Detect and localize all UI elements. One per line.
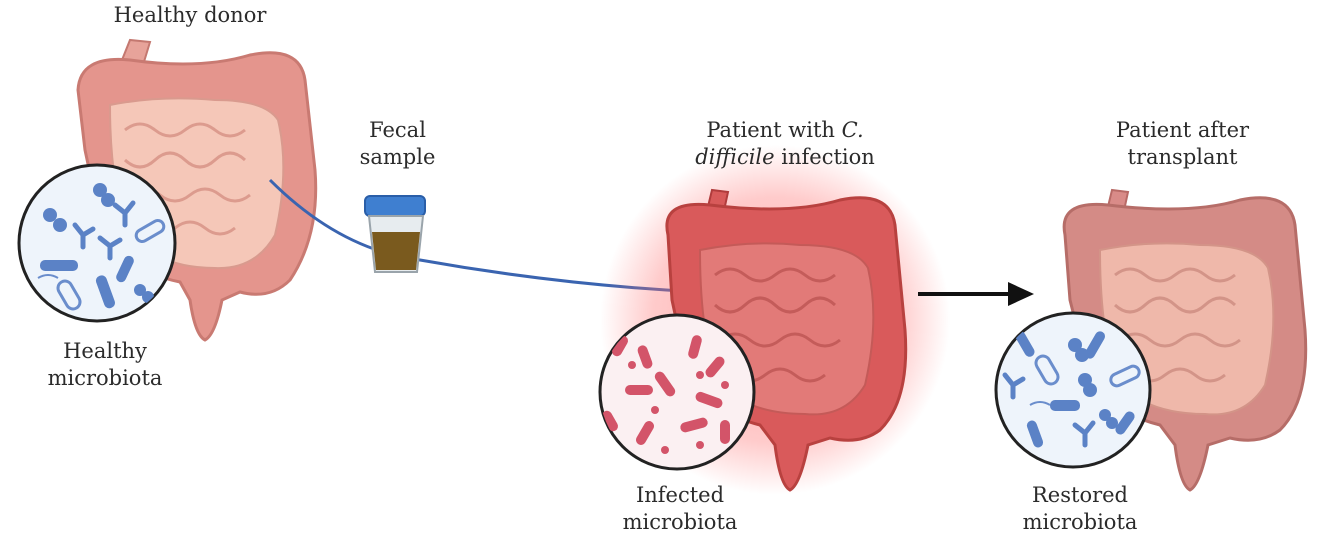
infected-bacteria-icon (598, 313, 756, 471)
donor-label: Healthy donor (113, 3, 267, 27)
healthy-microbiota-label: Healthy microbiota (47, 339, 163, 390)
patient-infection-label: Patient with C. difficile infection (695, 118, 875, 169)
restored-microbiota-label: Restored microbiota (1022, 483, 1138, 534)
healthy-bacteria-icon (17, 163, 177, 323)
infected-microbiota-label: Infected microbiota (622, 483, 738, 534)
fecal-sample-label: Fecal sample (359, 118, 436, 169)
specimen-cup-icon (364, 195, 426, 273)
patient-after-label: Patient after transplant (1115, 118, 1250, 169)
progress-arrowhead (1008, 282, 1034, 306)
restored-bacteria-icon (994, 311, 1152, 469)
